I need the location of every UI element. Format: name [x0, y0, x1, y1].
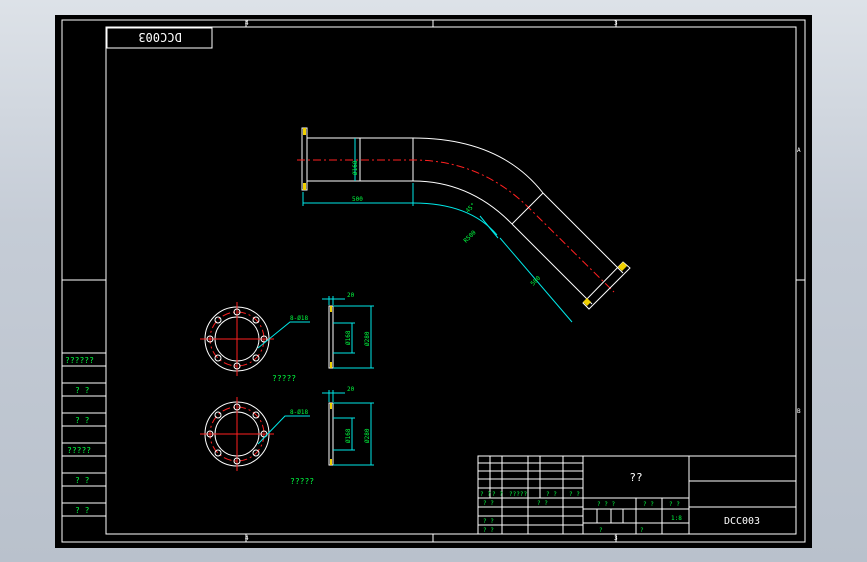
tb-r1-c5: ? ?	[569, 491, 580, 498]
title-block	[477, 455, 797, 535]
flange-front-upper	[200, 302, 310, 376]
zone-top-left: 4	[245, 20, 249, 27]
tb-r1-c3: ?????	[509, 491, 527, 498]
side-label-5: ? ?	[75, 476, 90, 485]
outer-frame	[61, 19, 806, 543]
flange-side-upper	[322, 296, 374, 369]
tb-sheets: ?	[640, 527, 644, 534]
main-dimensions	[302, 138, 573, 323]
zone-right-a: A	[797, 147, 801, 154]
dim-pipe-length: 500	[352, 196, 363, 203]
pipe-elbow-view	[297, 127, 631, 310]
pipe-centerline	[297, 159, 615, 293]
outlet-flange	[582, 261, 631, 310]
dim-inner-upper: Ø168	[345, 330, 352, 345]
tb-scale: 1:8	[671, 515, 682, 522]
side-label-6: ? ?	[75, 506, 90, 515]
dim-thk-lower: 20	[347, 386, 355, 393]
dim-radius: R500	[462, 229, 477, 244]
leader-lower: 8-Ø18	[290, 409, 308, 416]
tb-r3-c1: ? ?	[483, 518, 494, 525]
label-lower: ?????	[290, 477, 314, 486]
outer-bend	[412, 137, 544, 194]
inlet-flange	[301, 127, 308, 191]
side-label-2: ? ?	[75, 386, 90, 395]
dim-pipe-dia: Ø168	[352, 160, 359, 175]
tb-scale-label: ? ?	[669, 501, 680, 508]
tb-r1-c1: ? ?	[480, 491, 491, 498]
drawing-sheet	[55, 15, 812, 548]
dim-inner-lower: Ø168	[345, 428, 352, 443]
inner-bend	[412, 180, 513, 225]
dim-thk-upper: 20	[347, 292, 355, 299]
inner-border	[105, 26, 797, 535]
flange-side-lower	[322, 390, 374, 466]
zone-markers	[62, 20, 805, 542]
zone-bottom-mid: 3	[614, 535, 618, 542]
tb-r3-c2: ? ?	[483, 527, 494, 534]
code-box-text: DCC003	[138, 30, 181, 44]
side-label-3: ? ?	[75, 416, 90, 425]
tb-sheet: ?	[599, 527, 603, 534]
tb-r1-c4: ? ?	[546, 491, 557, 498]
side-label-4: ?????	[67, 446, 91, 455]
code-box	[106, 27, 213, 49]
zone-top-mid: 3	[614, 20, 618, 27]
zone-bottom-left: 4	[245, 535, 249, 542]
tb-r2-c1: ? ?	[483, 500, 494, 507]
label-upper: ?????	[272, 374, 296, 383]
dim-angle: 45°	[464, 202, 477, 215]
tb-r1-c2: ? ?	[492, 491, 503, 498]
tb-r2-c2: ? ?	[537, 500, 548, 507]
title-name: ??	[629, 471, 642, 484]
tb-stage: ? ? ?	[597, 501, 615, 508]
side-table	[62, 352, 106, 517]
dim-outer-lower: Ø280	[364, 428, 371, 443]
flange-front-lower	[200, 397, 310, 471]
drawing-number: DCC003	[724, 516, 760, 527]
zone-right-b: B	[797, 408, 801, 415]
leader-upper: 8-Ø18	[290, 315, 308, 322]
dim-outer-upper: Ø280	[364, 331, 371, 346]
tb-weight: ? ?	[643, 501, 654, 508]
side-label-1: ??????	[65, 356, 94, 365]
